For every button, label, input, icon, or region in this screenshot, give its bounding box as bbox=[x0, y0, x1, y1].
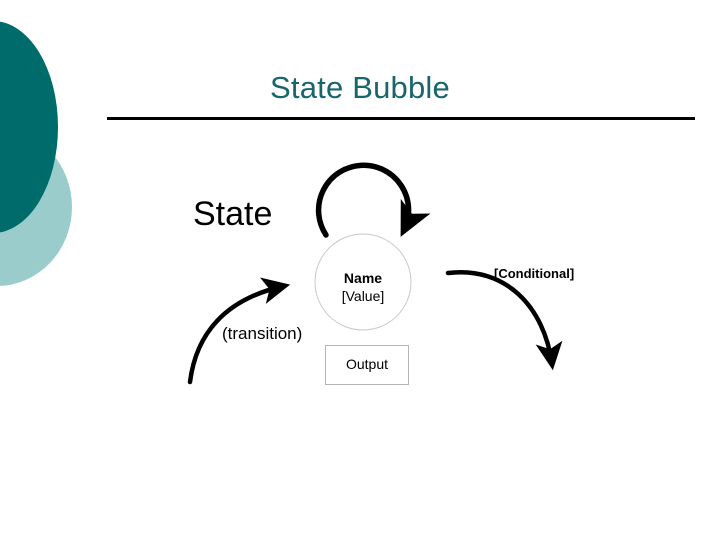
state-heading-label: State bbox=[193, 195, 273, 233]
conditional-label: [Conditional] bbox=[494, 266, 575, 281]
bubble-value-label: [Value] bbox=[341, 288, 385, 304]
diagram-canvas bbox=[187, 162, 563, 385]
incoming-transition-arrow bbox=[187, 277, 291, 385]
output-label: Output bbox=[345, 356, 389, 372]
output-box bbox=[325, 345, 409, 385]
self-loop-arrow bbox=[315, 162, 431, 238]
state-bubble-circle bbox=[314, 233, 412, 331]
page-title: State Bubble bbox=[270, 70, 450, 105]
title-divider bbox=[107, 117, 695, 120]
state-bubble-diagram bbox=[0, 120, 720, 410]
transition-label: (transition) bbox=[222, 324, 303, 343]
outgoing-conditional-arrow bbox=[445, 269, 563, 371]
bubble-name-label: Name bbox=[343, 270, 383, 286]
